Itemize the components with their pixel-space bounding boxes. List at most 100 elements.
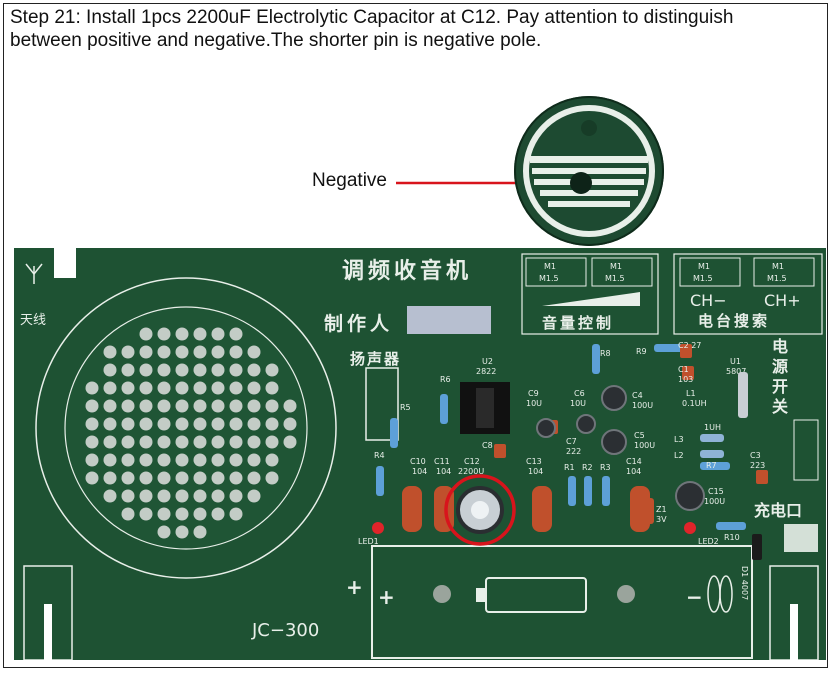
speaker-hole	[175, 363, 189, 377]
speaker-hole	[85, 435, 99, 449]
u2-number: 2822	[476, 367, 496, 376]
label-c15: C15	[708, 487, 724, 496]
m15-label: M1.5	[539, 274, 559, 283]
speaker-hole	[175, 417, 189, 431]
caption-line-1: Step 21: Install 1pcs 2200uF Electrolyti…	[10, 7, 734, 28]
label-l1: L1	[686, 389, 696, 398]
small-capacitor	[756, 470, 768, 484]
label-c3-value: 223	[750, 461, 765, 470]
speaker-hole	[121, 489, 135, 503]
resistor	[440, 394, 448, 424]
switch-footprint	[793, 419, 819, 481]
tuning-label: 电台搜索	[698, 312, 770, 330]
small-capacitor	[680, 344, 692, 358]
speaker-hole	[211, 345, 225, 359]
speaker-hole	[121, 453, 135, 467]
speaker-hole	[157, 525, 171, 539]
label-c11: C11	[434, 457, 450, 466]
power-switch-label: 电 源 开 关	[772, 337, 788, 416]
speaker-hole	[157, 363, 171, 377]
label-c10-value: 104	[412, 467, 427, 476]
resistor	[654, 344, 684, 352]
speaker-hole	[283, 399, 297, 413]
speaker-hole	[247, 417, 261, 431]
speaker-hole	[157, 417, 171, 431]
speaker-hole	[103, 345, 117, 359]
speaker-hole	[157, 399, 171, 413]
speaker-grill	[85, 327, 297, 539]
speaker-hole	[283, 435, 297, 449]
speaker-hole	[139, 471, 153, 485]
speaker-hole	[103, 453, 117, 467]
label-c4-value: 100U	[632, 401, 653, 410]
model-label: JC−300	[251, 620, 319, 641]
label-c6: C6	[574, 389, 585, 398]
label-c9: C9	[528, 389, 539, 398]
label-c14-value: 104	[626, 467, 641, 476]
speaker-hole	[121, 399, 135, 413]
speaker-hole	[175, 345, 189, 359]
film-capacitor	[402, 486, 422, 532]
speaker-hole	[175, 327, 189, 341]
led-1	[372, 522, 384, 534]
svg-text:源: 源	[772, 357, 788, 376]
speaker-terminal-outline	[365, 367, 399, 441]
speaker-hole	[139, 489, 153, 503]
speaker-hole	[211, 453, 225, 467]
label-c13-value: 104	[528, 467, 543, 476]
speaker-hole	[193, 417, 207, 431]
svg-text:开: 开	[772, 377, 788, 396]
label-c12: C12	[464, 457, 480, 466]
speaker-hole	[193, 327, 207, 341]
inductor	[700, 450, 724, 458]
svg-text:电: 电	[772, 337, 788, 356]
speaker-hole	[247, 435, 261, 449]
electrolytic-capacitor	[601, 429, 627, 455]
label-c1-value: 103	[678, 375, 693, 384]
c12-cap-top	[471, 501, 489, 519]
speaker-hole	[265, 435, 279, 449]
speaker-hole	[211, 507, 225, 521]
speaker-hole	[139, 327, 153, 341]
speaker-hole	[211, 327, 225, 341]
label-c5: C5	[634, 431, 645, 440]
label-c7: C7	[566, 437, 577, 446]
speaker-hole	[247, 453, 261, 467]
speaker-hole	[157, 345, 171, 359]
speaker-hole	[229, 327, 243, 341]
speaker-hole	[229, 435, 243, 449]
speaker-hole	[85, 471, 99, 485]
electrolytic-capacitor	[601, 385, 627, 411]
label-r8: R8	[600, 349, 611, 358]
antenna-label: 天线	[20, 313, 46, 328]
label-c6-value: 10U	[570, 399, 586, 408]
speaker-hole	[211, 471, 225, 485]
speaker-hole	[265, 399, 279, 413]
label-c14: C14	[626, 457, 642, 466]
speaker-hole	[211, 381, 225, 395]
volume-wedge-icon	[542, 292, 640, 306]
speaker-hole	[139, 381, 153, 395]
u1-label: U1	[730, 357, 741, 366]
label-z1-value: 3V	[656, 515, 667, 524]
speaker-hole	[193, 507, 207, 521]
speaker-hole	[103, 471, 117, 485]
pcb-board: 天线 调频收音机 制作人 扬声器 M1 M1.5 M1 M1.5 音量控制 M1…	[14, 248, 826, 665]
speaker-hole	[121, 435, 135, 449]
label-r9: R9	[636, 347, 647, 356]
electrolytic-capacitor	[675, 481, 705, 511]
speaker-hole	[139, 507, 153, 521]
charge-port	[784, 524, 818, 552]
speaker-hole	[103, 435, 117, 449]
maker-label: 制作人	[324, 312, 393, 335]
label-c9-value: 10U	[526, 399, 542, 408]
u2-label: U2	[482, 357, 493, 366]
label-c2: C2 27	[678, 341, 701, 350]
tuning-area	[673, 253, 823, 335]
speaker-hole	[121, 507, 135, 521]
speaker-hole	[211, 417, 225, 431]
svg-text:关: 关	[772, 397, 788, 416]
m1-label: M1	[544, 262, 556, 271]
label-l2: L2	[674, 451, 684, 460]
battery-outline	[371, 545, 753, 659]
